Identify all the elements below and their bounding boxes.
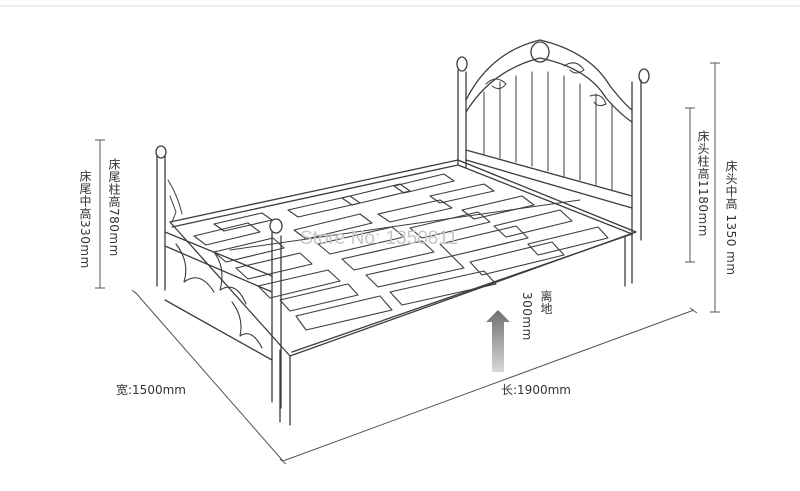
foot-side-rail bbox=[167, 179, 183, 223]
width-label: 宽:1500mm bbox=[116, 383, 186, 397]
rear-right-leg bbox=[624, 233, 633, 287]
slat-base-inner-rail bbox=[171, 164, 633, 353]
foot-height-dimension bbox=[95, 139, 105, 289]
head-spindles bbox=[483, 71, 613, 191]
head-scrolls bbox=[485, 62, 607, 107]
foot-left-finial bbox=[155, 145, 167, 159]
slat-base-outline bbox=[169, 159, 637, 357]
head-left-finial bbox=[456, 56, 468, 72]
foot-left-post bbox=[156, 155, 166, 291]
watermark: Store No: 1350811 bbox=[300, 228, 459, 249]
ground-clearance-value: 300mm bbox=[520, 292, 534, 341]
foot-board-scrolls bbox=[175, 243, 263, 349]
foot-middle-height-label: 床尾中高330mm bbox=[78, 170, 92, 269]
foot-right-post bbox=[271, 231, 282, 409]
up-arrow-icon bbox=[486, 310, 510, 372]
width-dimension bbox=[131, 289, 287, 465]
head-crest bbox=[530, 41, 550, 63]
front-leg bbox=[279, 349, 291, 426]
head-right-post bbox=[631, 79, 642, 241]
head-post-height-label: 床头柱高1180mm bbox=[696, 130, 710, 237]
length-dimension bbox=[282, 307, 698, 462]
slats bbox=[193, 173, 609, 331]
head-bottom-rail bbox=[465, 149, 633, 209]
head-right-finial bbox=[638, 68, 650, 84]
ground-clearance-title: 离地 bbox=[539, 290, 553, 315]
head-post-height-dimension bbox=[685, 107, 695, 263]
foot-board-rails bbox=[164, 231, 273, 361]
foot-right-finial bbox=[269, 218, 283, 234]
head-arch-outer bbox=[465, 39, 633, 111]
length-label: 长:1900mm bbox=[501, 383, 571, 397]
head-left-post bbox=[457, 69, 467, 169]
centre-beam bbox=[229, 199, 581, 251]
head-arch-inner bbox=[465, 57, 633, 123]
dimension-lines bbox=[95, 62, 720, 465]
foot-post-height-label: 床尾柱高780mm bbox=[107, 158, 121, 257]
head-middle-height-label: 床头中高 1350 mm bbox=[724, 160, 738, 276]
head-middle-height-dimension bbox=[710, 62, 720, 313]
bed-frame bbox=[155, 39, 650, 426]
